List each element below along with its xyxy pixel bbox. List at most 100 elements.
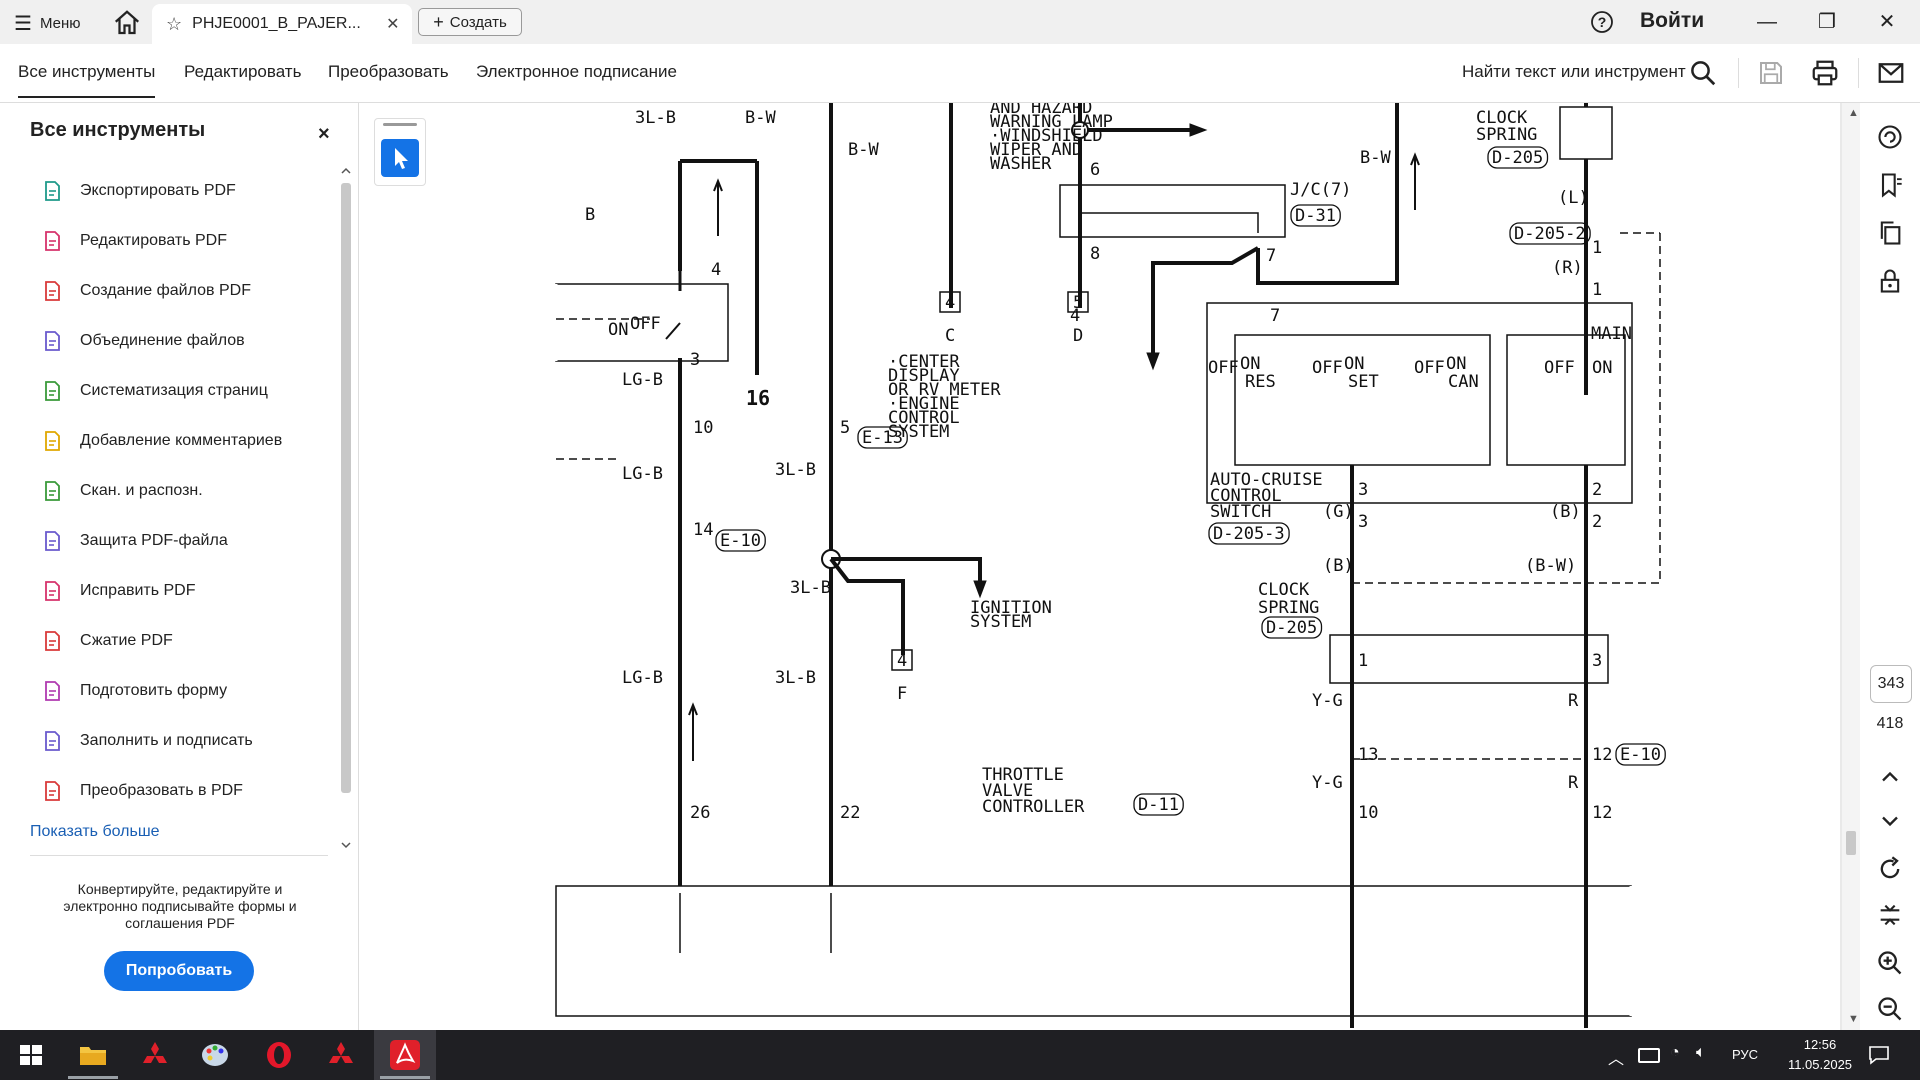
zoom-out-icon[interactable] (1876, 995, 1904, 1023)
search-icon[interactable] (1688, 58, 1718, 88)
tool-item[interactable]: Исправить PDF (40, 573, 330, 609)
notifications-icon[interactable] (1868, 1044, 1890, 1066)
diagram-label: LG-B (622, 370, 663, 390)
clock-time[interactable]: 12:56 (1803, 1037, 1837, 1052)
tool-item[interactable]: Редактировать PDF (40, 223, 330, 259)
compress-pdf-icon (45, 631, 60, 651)
protect-pdf-icon (45, 531, 60, 551)
tool-item[interactable]: Сжатие PDF (40, 623, 330, 659)
tray-expand-icon[interactable]: ︿ (1608, 1051, 1625, 1068)
tool-item[interactable]: Экспортировать PDF (40, 173, 330, 209)
diagram-label: 2 (1592, 512, 1602, 532)
print-icon[interactable] (1810, 58, 1840, 88)
tab-convert[interactable]: Преобразовать (328, 62, 449, 81)
diagram-label: SPRING (1476, 125, 1537, 145)
diagram-label: SPRING (1258, 598, 1319, 618)
tab-e-sign[interactable]: Электронное подписание (476, 62, 677, 81)
create-button[interactable]: + Создать (418, 8, 522, 36)
wifi-icon[interactable]: ◔ (1670, 1044, 1680, 1061)
bookmark-icon[interactable] (1876, 171, 1904, 199)
current-page-field[interactable]: 343 (1870, 665, 1912, 703)
save-icon[interactable] (1756, 58, 1786, 88)
tool-item[interactable]: Добавление комментариев (40, 423, 330, 459)
diagram-label: OFF (1414, 358, 1445, 378)
fit-page-icon[interactable] (1876, 901, 1904, 929)
connector-frame (715, 529, 766, 552)
acrobat-icon[interactable] (388, 1038, 422, 1072)
toolbar-divider (1858, 58, 1859, 88)
zoom-in-icon[interactable] (1876, 949, 1904, 977)
restore-icon[interactable]: ❐ (1818, 11, 1836, 33)
mail-icon[interactable] (1876, 58, 1906, 88)
diagram-label: CONTROL (888, 408, 960, 428)
tool-item[interactable]: Создание файлов PDF (40, 273, 330, 309)
tool-item[interactable]: Скан. и распозн. (40, 473, 330, 509)
paint-app-icon[interactable] (198, 1038, 232, 1072)
select-cursor-icon[interactable] (381, 139, 419, 177)
mitsubishi-app-icon[interactable] (138, 1038, 172, 1072)
tool-item[interactable]: Объединение файлов (40, 323, 330, 359)
tool-item[interactable]: Защита PDF-файла (40, 523, 330, 559)
try-button[interactable]: Попробовать (104, 951, 254, 991)
diagram-label: 3 (1358, 480, 1368, 500)
diagram-label: 1 (1358, 651, 1368, 671)
volume-icon[interactable]: 🔈︎ (1696, 1044, 1706, 1061)
connector-frame (1261, 616, 1323, 639)
help-icon[interactable]: ? (1590, 10, 1614, 34)
diagram-label: (R) (1552, 258, 1583, 278)
show-more-link[interactable]: Показать больше (30, 823, 160, 840)
diagram-label: SWITCH (1210, 502, 1271, 522)
tool-rail (374, 118, 426, 186)
rotate-icon[interactable] (1876, 855, 1904, 883)
close-window-icon[interactable]: ✕ (1878, 11, 1896, 33)
scrollbar-thumb[interactable] (1846, 831, 1856, 855)
diagram-label: ON (1240, 354, 1260, 374)
previous-page-icon[interactable] (1876, 763, 1904, 791)
plus-icon: + (433, 11, 444, 32)
tab-edit[interactable]: Редактировать (184, 62, 302, 81)
diagram-label: CLOCK (1258, 580, 1310, 600)
diagram-label: CONTROL (1210, 486, 1282, 506)
comment-icon (45, 431, 60, 451)
diagram-label: ·ENGINE (888, 394, 960, 414)
panel-scrollbar[interactable] (338, 163, 354, 853)
diagram-label: (B-W) (1525, 556, 1576, 576)
tool-item[interactable]: Подготовить форму (40, 673, 330, 709)
diagram-label: ON (1446, 354, 1466, 374)
file-explorer-icon[interactable] (76, 1038, 110, 1072)
copy-pages-icon[interactable] (1876, 219, 1904, 247)
tool-item-label: Систематизация страниц (80, 382, 268, 399)
ai-assistant-icon[interactable] (1876, 123, 1904, 151)
opera-browser-icon[interactable] (262, 1038, 296, 1072)
diagram-label: D-205 (1492, 148, 1543, 168)
diagram-label: LG-B (622, 668, 663, 688)
tool-item[interactable]: Преобразовать в PDF (40, 773, 330, 809)
drag-handle[interactable] (383, 123, 417, 126)
close-panel-icon[interactable]: × (318, 123, 330, 145)
home-icon[interactable] (112, 8, 142, 38)
tab-all-tools[interactable]: Все инструменты (18, 62, 156, 98)
next-page-icon[interactable] (1876, 807, 1904, 835)
connector-square (1067, 291, 1089, 313)
scroll-up-icon[interactable]: ▲ (1848, 107, 1859, 119)
clock-date[interactable]: 11.05.2025 (1787, 1057, 1853, 1072)
close-tab-icon[interactable]: ✕ (386, 16, 400, 33)
document-tab[interactable]: ☆ PHJE0001_B_PAJER... ✕ (152, 4, 412, 44)
battery-icon[interactable] (1638, 1048, 1660, 1063)
tool-item[interactable]: Заполнить и подписать (40, 723, 330, 759)
lock-icon[interactable] (1876, 267, 1904, 295)
signin-button[interactable]: Войти (1640, 9, 1705, 32)
star-icon[interactable]: ☆ (166, 13, 183, 34)
language-indicator[interactable]: РУС (1732, 1047, 1759, 1062)
menu-button[interactable]: ☰ Меню (14, 10, 80, 36)
find-tool-label[interactable]: Найти текст или инструмент (1462, 62, 1686, 81)
start-icon[interactable] (14, 1038, 48, 1072)
document-scrollbar[interactable]: ▲ ▼ (1842, 103, 1860, 1030)
diagram-label: B-W (1360, 148, 1391, 168)
mitsubishi-app-icon-2[interactable] (324, 1038, 358, 1072)
scroll-down-icon[interactable]: ▼ (1848, 1013, 1859, 1025)
minimize-icon[interactable]: — (1757, 11, 1777, 33)
connector-frame (1509, 222, 1591, 245)
tool-item[interactable]: Систематизация страниц (40, 373, 330, 409)
